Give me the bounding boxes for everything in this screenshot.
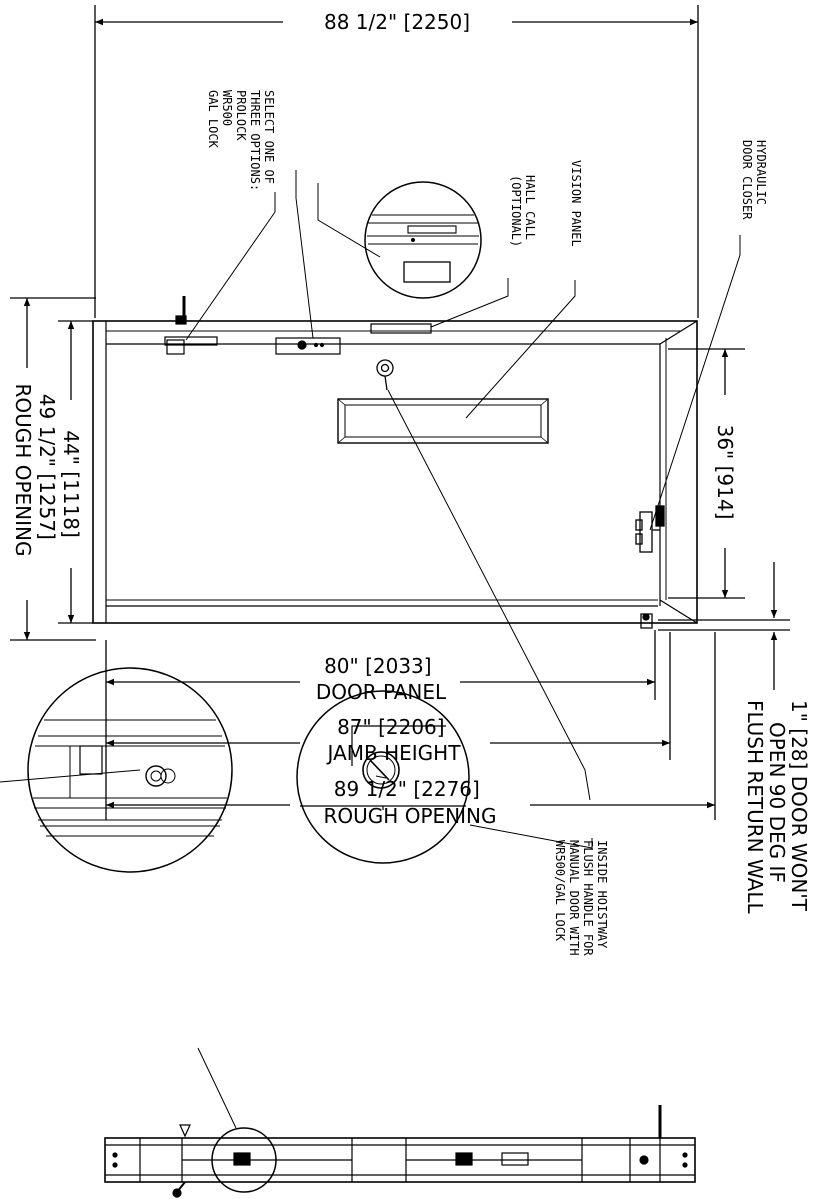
svg-text:HYDRAULIC DOOR CLOSER: HYDRAULIC DOOR CLOSER	[740, 140, 768, 220]
jamb-height-dimension	[105, 632, 671, 760]
jamb-height-value: 87" [2206]	[337, 715, 445, 739]
overall-width-label: 88 1/2" [2250]	[324, 10, 470, 34]
lock-options-detail	[364, 181, 482, 299]
rough-width-label: ROUGH OPENING	[11, 384, 35, 557]
leader-lines	[0, 170, 741, 1129]
overall-width-dimension	[94, 5, 699, 318]
rough-width-dimension	[10, 297, 96, 641]
lock-hardware	[164, 296, 341, 355]
rough-height-value: 89 1/2" [2276]	[334, 777, 480, 801]
hall-call-box	[370, 323, 432, 334]
hall-call-note: HALL CALL (OPTIONAL)	[509, 175, 537, 247]
rough-width-value: 49 1/2" [1257]	[35, 394, 59, 540]
svg-text:SELECT ONE OF THREE OPTI: SELECT ONE OF THREE OPTIONS: PROLOCK WR5…	[206, 90, 276, 198]
rough-height-dimension	[105, 632, 716, 820]
svg-text:HALL CALL (OPTIONAL): HALL CALL (OPTIONAL)	[509, 175, 537, 247]
jamb-height-label: JAMB HEIGHT	[326, 741, 462, 765]
flush-handle-note: INSIDE HOISTWAY FLUSH HANDLE FOR MANUAL …	[553, 840, 609, 963]
plan-view	[104, 1105, 696, 1198]
return-wall-text-3: FLUSH RETURN WALL	[743, 700, 767, 914]
door-panel-value: 80" [2033]	[324, 654, 432, 678]
left-lock-detail	[27, 667, 233, 873]
door-elevation	[92, 320, 698, 624]
vision-panel-note: VISION PANEL	[569, 160, 583, 247]
svg-text:49 1/2" [1257] ROUGH OPENI: 49 1/2" [1257] ROUGH OPENING	[11, 384, 59, 557]
svg-text:INSIDE HOISTWAY FLUSH HA: INSIDE HOISTWAY FLUSH HANDLE FOR MANUAL …	[553, 840, 609, 963]
handle-height-label: 36" [914]	[713, 425, 737, 520]
flush-handle-detail	[296, 690, 470, 864]
door-closer-note: HYDRAULIC DOOR CLOSER	[740, 140, 768, 220]
return-wall-text-2: OPEN 90 DEG IF	[765, 722, 789, 883]
door-closer-icon	[635, 505, 665, 553]
return-wall-text-1: 1" [28] DOOR WON'T	[787, 700, 811, 912]
svg-text:1" [28] DOOR WON'T OPEN 90: 1" [28] DOOR WON'T OPEN 90 DEG IF FLUSH …	[743, 700, 811, 917]
vision-panel	[337, 398, 549, 444]
flush-handle-icon	[376, 359, 394, 391]
rough-height-label: ROUGH OPENING	[324, 804, 497, 828]
svg-text:80" [2033] DOOR PANEL: 80" [2033] DOOR PANEL	[316, 654, 447, 704]
door-panel-dimension	[105, 630, 656, 700]
handle-height-dimension	[668, 348, 745, 599]
panel-width-label: 44" [1118]	[59, 430, 83, 538]
panel-width-dimension	[58, 320, 93, 624]
svg-text:89 1/2" [2276] ROUGH OPENI: 89 1/2" [2276] ROUGH OPENING	[324, 777, 497, 828]
door-panel-label: DOOR PANEL	[316, 680, 447, 704]
svg-text:87" [2206] JAMB HEIGHT: 87" [2206] JAMB HEIGHT	[326, 715, 462, 765]
return-wall-detail	[640, 613, 790, 631]
lock-options-note: SELECT ONE OF THREE OPTIONS: PROLOCK WR5…	[206, 90, 276, 198]
